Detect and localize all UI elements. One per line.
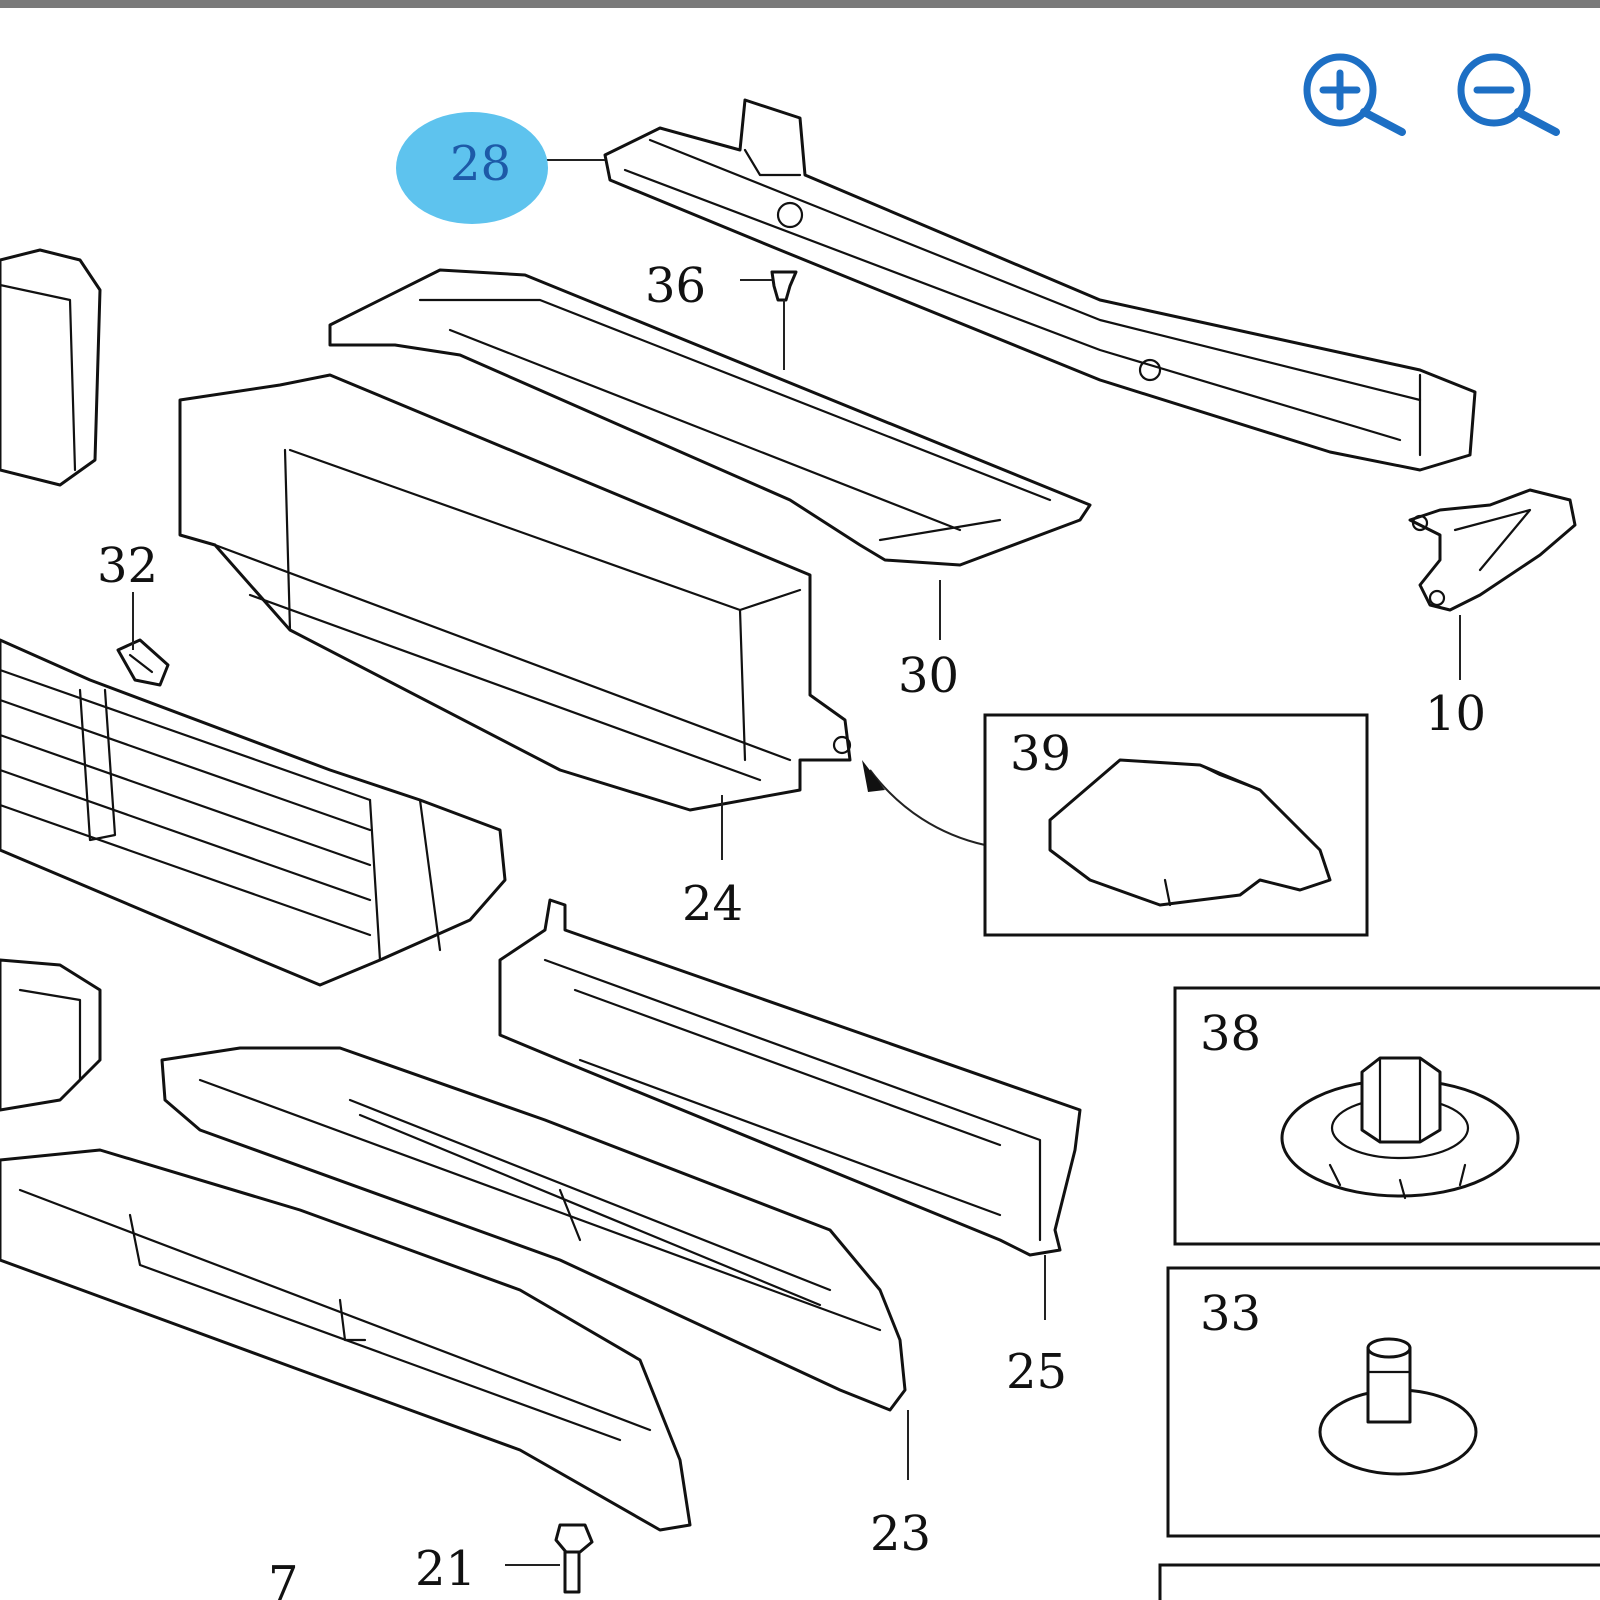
zoom-in-button[interactable] <box>1298 52 1408 138</box>
inset-partial-bottom <box>1158 1563 1600 1600</box>
callout-33: 33 <box>1200 1286 1261 1342</box>
part-10-bracket[interactable] <box>1408 488 1577 612</box>
callout-7[interactable]: 7 <box>268 1556 299 1600</box>
callout-10[interactable]: 10 <box>1425 686 1486 742</box>
part-23-lower-deflector[interactable] <box>160 1046 907 1412</box>
highlight-bubble <box>396 112 548 224</box>
part-left-edge-bracket[interactable] <box>0 248 102 487</box>
zoom-out-button[interactable] <box>1452 52 1562 138</box>
part-30-upper-air-guide[interactable] <box>328 268 1092 567</box>
callout-23[interactable]: 23 <box>870 1506 931 1562</box>
part-21-bolt[interactable] <box>554 1523 594 1594</box>
zoom-in-icon <box>1303 53 1406 136</box>
inset-38[interactable]: 38 <box>1173 986 1600 1246</box>
part-25-lower-support[interactable] <box>498 898 1082 1257</box>
callout-28: 28 <box>450 136 511 192</box>
callout-36[interactable]: 36 <box>645 258 706 314</box>
part-28-reinforcement-bar[interactable] <box>603 98 1477 472</box>
part-lower-left-bracket[interactable] <box>0 958 102 1112</box>
callout-38: 38 <box>1200 1006 1261 1062</box>
part-36-push-pin[interactable] <box>770 270 798 302</box>
zoom-out-icon <box>1457 53 1560 136</box>
part-32-clip[interactable] <box>116 638 170 687</box>
callout-21[interactable]: 21 <box>415 1541 476 1597</box>
inset-33[interactable]: 33 <box>1166 1266 1600 1538</box>
part-grille-louvers[interactable] <box>0 638 507 987</box>
callout-25[interactable]: 25 <box>1006 1344 1067 1400</box>
viewer-top-border <box>0 0 1600 8</box>
callout-24[interactable]: 24 <box>682 876 743 932</box>
callout-32[interactable]: 32 <box>97 538 158 594</box>
callout-30[interactable]: 30 <box>898 648 959 704</box>
part-24-air-shroud[interactable] <box>178 373 852 812</box>
callout-39: 39 <box>1010 726 1071 782</box>
leader-lines <box>132 159 1461 1566</box>
highlighted-callout-28[interactable]: 28 <box>396 112 548 224</box>
part-7-lowest-deflector[interactable] <box>0 1148 692 1532</box>
inset-39[interactable]: 39 <box>983 713 1369 937</box>
